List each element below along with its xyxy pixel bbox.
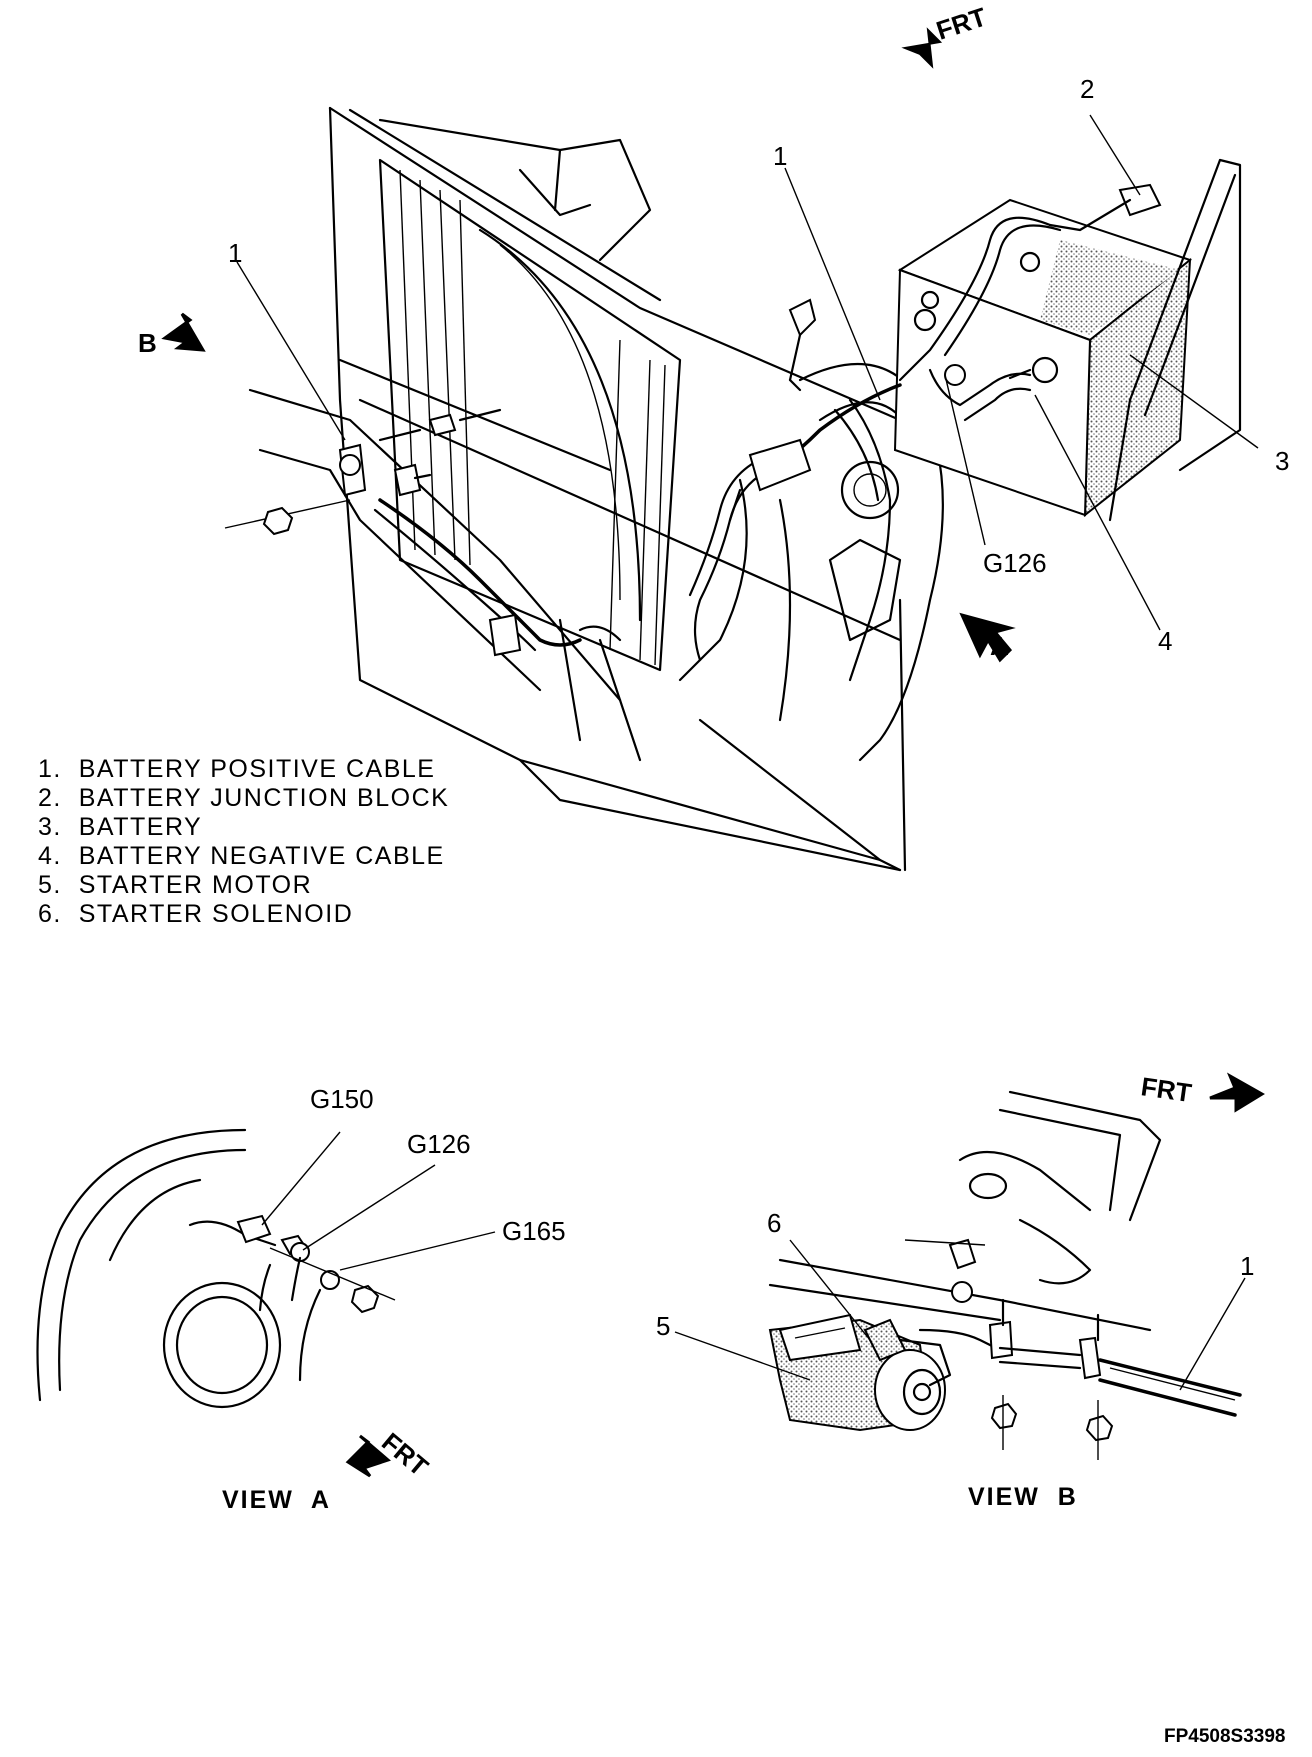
view-b-detail: 6 5 1 FRT VIEW B xyxy=(656,1071,1265,1511)
ground-g165-label: G165 xyxy=(502,1216,566,1246)
ground-g150-label: G150 xyxy=(310,1084,374,1114)
battery-negative-cable xyxy=(928,364,1032,422)
callout-1-right: 1 xyxy=(773,141,787,171)
frt-arrow-top xyxy=(901,27,943,69)
coolant-reservoir xyxy=(678,362,944,762)
fasteners xyxy=(224,298,817,657)
callout-1-view-b: 1 xyxy=(1240,1251,1254,1281)
ground-g126-view-a-label: G126 xyxy=(407,1129,471,1159)
main-illustration: 1 1 2 3 4 G126 A B FRT xyxy=(138,2,1289,872)
view-b-marker: B xyxy=(138,328,157,358)
legend-item-2: 2. BATTERY JUNCTION BLOCK xyxy=(38,784,449,812)
callout-5-view-b: 5 xyxy=(656,1311,670,1341)
frt-label-top: FRT xyxy=(933,2,990,46)
callout-4: 4 xyxy=(1158,626,1172,656)
callout-3: 3 xyxy=(1275,446,1289,476)
callout-2: 2 xyxy=(1080,74,1094,104)
view-a-marker: A xyxy=(990,631,1009,661)
legend-item-4: 4. BATTERY NEGATIVE CABLE xyxy=(38,842,445,870)
parts-legend: 1. BATTERY POSITIVE CABLE 2. BATTERY JUN… xyxy=(38,755,449,928)
legend-item-1: 1. BATTERY POSITIVE CABLE xyxy=(38,755,435,783)
callout-1-left: 1 xyxy=(228,238,242,268)
ground-g126-label: G126 xyxy=(983,548,1047,578)
frt-label-view-a: FRT xyxy=(376,1427,434,1483)
view-b-title: VIEW B xyxy=(968,1483,1078,1511)
legend-item-6: 6. STARTER SOLENOID xyxy=(38,900,353,928)
legend-item-3: 3. BATTERY xyxy=(38,813,202,841)
figure-code: FP4508S3398 xyxy=(1164,1726,1286,1747)
battery xyxy=(893,158,1242,522)
legend-item-5: 5. STARTER MOTOR xyxy=(38,871,312,899)
view-a-arrow xyxy=(959,612,1016,663)
radiator-core xyxy=(378,158,682,672)
view-b-arrow xyxy=(161,312,206,352)
view-a-detail: G150 G126 G165 FRT VIEW A xyxy=(36,1084,566,1514)
frt-label-view-b: FRT xyxy=(1139,1071,1193,1108)
callout-6-view-b: 6 xyxy=(767,1208,781,1238)
leader-lines xyxy=(236,114,1259,631)
view-a-title: VIEW A xyxy=(222,1486,331,1514)
battery-junction-block xyxy=(898,183,1162,382)
